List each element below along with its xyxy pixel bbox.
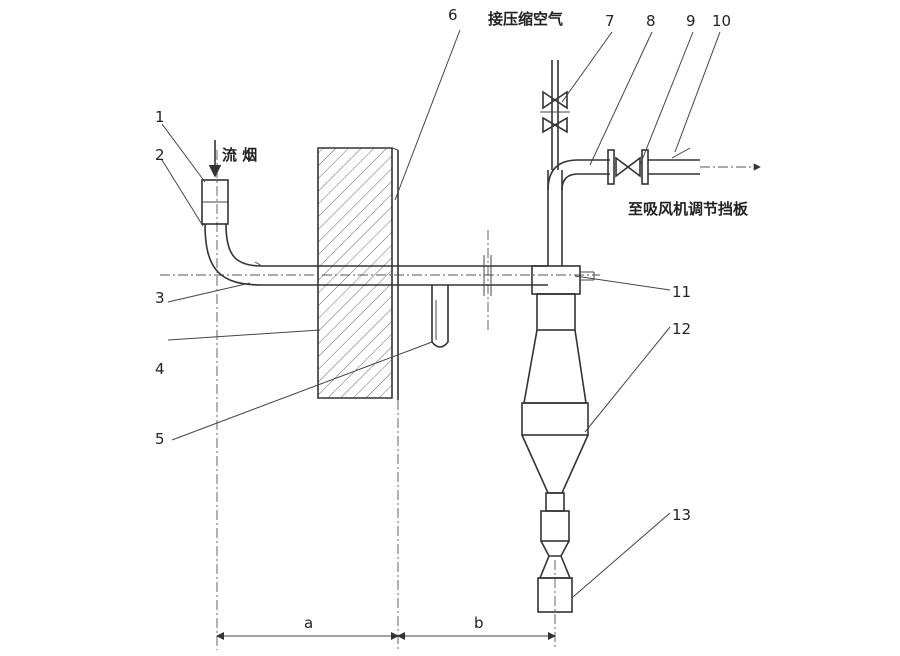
u-tube bbox=[431, 285, 449, 348]
dimension-b-label: b bbox=[474, 614, 484, 632]
part-number-3: 3 bbox=[155, 289, 165, 307]
part-number-1: 1 bbox=[155, 108, 165, 126]
outlet-line bbox=[547, 147, 761, 191]
cyclone-assembly bbox=[521, 265, 595, 613]
flue-gas-label: 流 烟 bbox=[222, 146, 257, 164]
to-damper-label: 至吸风机调节挡板 bbox=[628, 200, 749, 218]
part-number-2: 2 bbox=[155, 146, 165, 164]
part-number-12: 12 bbox=[672, 320, 691, 338]
part-number-10: 10 bbox=[712, 12, 731, 30]
break-symbol bbox=[483, 255, 492, 296]
sampling-nozzle bbox=[201, 179, 263, 286]
part-number-13: 13 bbox=[672, 506, 691, 524]
part-number-5: 5 bbox=[155, 430, 165, 448]
dimension-a-label: a bbox=[304, 614, 313, 632]
probe-tube bbox=[254, 261, 548, 286]
furnace-wall bbox=[317, 147, 399, 400]
part-number-4: 4 bbox=[155, 360, 165, 378]
part-number-8: 8 bbox=[646, 12, 656, 30]
compressed-air-label: 接压缩空气 bbox=[488, 10, 563, 28]
part-number-6: 6 bbox=[448, 6, 458, 24]
air-riser bbox=[540, 60, 570, 266]
leader-lines bbox=[161, 29, 721, 598]
part-number-11: 11 bbox=[672, 283, 691, 301]
part-number-7: 7 bbox=[605, 12, 615, 30]
part-number-9: 9 bbox=[686, 12, 696, 30]
